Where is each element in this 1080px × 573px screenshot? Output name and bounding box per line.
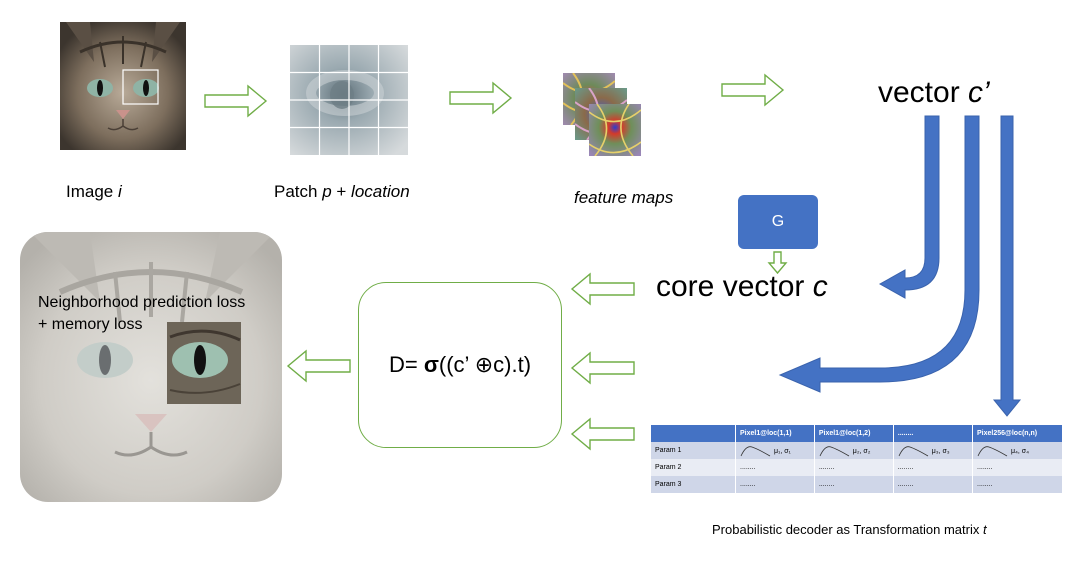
matrix-caption: Probabilistic decoder as Transformation … <box>712 522 987 537</box>
input-cat-image <box>60 22 186 150</box>
loss-line-2: + memory loss <box>38 316 143 333</box>
arrow-features-to-vector <box>721 73 785 107</box>
arrow-core-to-decoder <box>570 272 635 306</box>
table-header-cell: ........ <box>893 425 974 442</box>
feature-map-3 <box>589 104 641 156</box>
blue-arrow-to-decoder <box>778 115 980 393</box>
table-row: Param 3 ........ ........ ........ .....… <box>651 476 1063 493</box>
distribution-curve-icon <box>740 445 771 456</box>
decoder-sigma: σ <box>423 352 439 377</box>
distribution-curve-icon <box>819 445 850 456</box>
table-cell: ........ <box>735 476 815 493</box>
arrow-g-to-core <box>767 251 788 275</box>
param-value: μ₂, σ₂ <box>852 447 871 455</box>
arrow-image-to-patch <box>204 84 268 118</box>
table-header-cell: Pixel1@loc(1,1) <box>735 425 815 442</box>
param-value: μ₁, σ₁ <box>773 447 791 455</box>
vector-c-prime-text: vector <box>878 76 969 109</box>
feature-maps-label: feature maps <box>574 188 674 207</box>
loss-description: Neighborhood prediction loss + memory lo… <box>38 292 245 336</box>
core-vector-label: core vector c <box>656 270 828 304</box>
core-vector-var: c <box>812 270 828 303</box>
decoder-formula-rest: ((c’ ⊕c).t) <box>438 352 532 377</box>
patch-label-text: Patch <box>274 182 323 201</box>
generator-box: G <box>738 195 818 249</box>
matrix-caption-text: Probabilistic decoder as Transformation … <box>712 522 983 537</box>
matrix-caption-var: t <box>982 522 987 537</box>
table-header-row: Pixel1@loc(1,1) Pixel1@loc(1,2) ........… <box>651 425 1063 442</box>
vector-c-prime-label: vector c’ <box>878 76 990 110</box>
patch-label-plus: + <box>331 182 352 201</box>
patch-label: Patch p + location <box>274 182 410 202</box>
table-cell: μ₃, σ₃ <box>893 442 974 459</box>
image-label: Image i <box>66 182 122 202</box>
row-label: Param 2 <box>651 459 736 476</box>
sharp-patch-overlay <box>167 322 241 404</box>
table-cell: ........ <box>972 459 1063 476</box>
table-cell: ........ <box>814 476 894 493</box>
blue-arrow-to-core-vector <box>878 115 940 299</box>
arrow-matrix-to-decoder <box>570 417 635 451</box>
loss-line-1: Neighborhood prediction loss <box>38 294 246 311</box>
reconstructed-cat-image <box>20 232 282 502</box>
table-cell: μ₄, σ₄ <box>972 442 1063 459</box>
param-value: μ₄, σ₄ <box>1010 447 1029 455</box>
table-cell: μ₂, σ₂ <box>814 442 894 459</box>
table-header-cell: Pixel1@loc(1,2) <box>814 425 894 442</box>
decoder-formula-prefix: D= <box>388 352 424 377</box>
table-row: Param 2 ........ ........ ........ .....… <box>651 459 1063 476</box>
arrow-patch-to-features <box>449 81 513 115</box>
image-label-var: i <box>117 182 122 201</box>
row-label: Param 3 <box>651 476 736 493</box>
table-cell: ........ <box>814 459 894 476</box>
vector-c-prime-var: c’ <box>968 76 990 109</box>
table-header-cell: Pixel256@loc(n,n) <box>972 425 1063 442</box>
distribution-curve-icon <box>977 445 1008 456</box>
patch-label-var: p <box>322 182 332 201</box>
distribution-curve-icon <box>898 445 928 456</box>
param-value: μ₃, σ₃ <box>931 447 950 455</box>
table-cell: ........ <box>972 476 1063 493</box>
core-vector-text: core vector <box>656 270 813 303</box>
table-cell: ........ <box>893 476 974 493</box>
patch-grid-image <box>290 45 408 155</box>
row-label: Param 1 <box>651 442 736 459</box>
table-row: Param 1 μ₁, σ₁ μ₂, σ₂ μ₃, σ₃ μ₄, σ₄ <box>651 442 1063 459</box>
blue-arrow-to-matrix <box>992 115 1022 417</box>
table-cell: ........ <box>735 459 815 476</box>
table-header-cell <box>651 425 736 442</box>
patch-label-location: location <box>351 182 410 201</box>
decoder-formula: D= σ((c’ ⊕c).t) <box>389 352 531 378</box>
decoder-box: D= σ((c’ ⊕c).t) <box>358 282 562 448</box>
arrow-decoder-to-output <box>286 349 351 383</box>
table-cell: μ₁, σ₁ <box>735 442 815 459</box>
image-label-text: Image <box>66 182 118 201</box>
table-cell: ........ <box>893 459 974 476</box>
arrow-cprime-to-decoder <box>570 351 635 385</box>
transformation-matrix-table: Pixel1@loc(1,1) Pixel1@loc(1,2) ........… <box>651 425 1063 493</box>
